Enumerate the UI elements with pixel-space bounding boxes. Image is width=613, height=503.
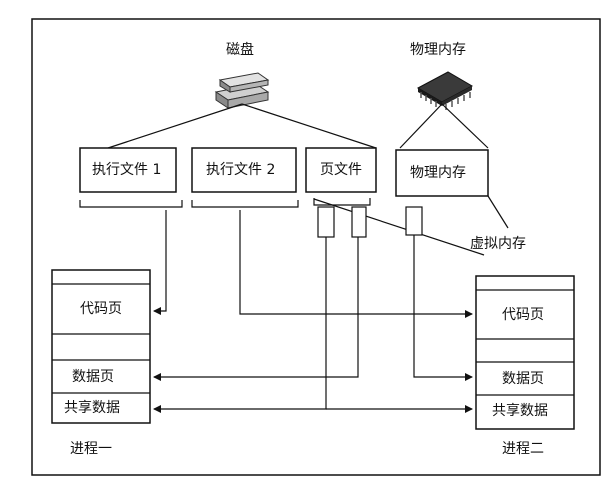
process-one-panel bbox=[51, 269, 151, 424]
physical-memory-label: 物理内存 bbox=[410, 165, 466, 181]
virtual-memory-leader bbox=[487, 195, 509, 229]
p2-shared-data: 共享数据 bbox=[492, 403, 548, 419]
process-one-label: 进程一 bbox=[70, 441, 112, 457]
memory-connectors bbox=[399, 103, 489, 149]
segment-brackets bbox=[79, 198, 371, 208]
virtual-memory-label: 虚拟内存 bbox=[470, 236, 526, 252]
virtual-memory-pointer bbox=[313, 198, 485, 256]
disk-label: 磁盘 bbox=[226, 42, 254, 58]
page-file-label: 页文件 bbox=[320, 162, 362, 178]
physical-memory-title: 物理内存 bbox=[410, 42, 466, 58]
arrow-exec2-to-p2-code bbox=[239, 210, 473, 318]
exec-file-2-label: 执行文件 2 bbox=[206, 162, 276, 178]
memory-chip-icon bbox=[416, 71, 474, 110]
mapping-arrows bbox=[153, 210, 473, 413]
disk-connectors bbox=[107, 103, 377, 149]
exec-file-2-box bbox=[191, 147, 297, 193]
outer-frame bbox=[31, 18, 601, 476]
exec-file-1-label: 执行文件 1 bbox=[92, 162, 162, 178]
process-two-label: 进程二 bbox=[502, 441, 544, 457]
hard-disk-icon bbox=[214, 72, 270, 109]
arrow-mem-to-p2-data bbox=[413, 235, 473, 381]
p2-data-page: 数据页 bbox=[502, 371, 544, 387]
page-file-box bbox=[305, 147, 377, 193]
page-file-block-2 bbox=[351, 206, 367, 238]
p1-code-page: 代码页 bbox=[80, 301, 122, 317]
p2-code-page: 代码页 bbox=[502, 307, 544, 323]
p1-shared-data: 共享数据 bbox=[64, 400, 120, 416]
arrow-exec1-to-p1-code bbox=[153, 210, 167, 315]
exec-file-1-box bbox=[79, 147, 177, 193]
page-file-block-1 bbox=[317, 206, 335, 238]
process-two-panel bbox=[475, 275, 575, 430]
physical-memory-box bbox=[395, 149, 489, 197]
p1-data-page: 数据页 bbox=[72, 369, 114, 385]
physical-memory-block bbox=[405, 206, 423, 236]
arrow-page-to-p1-data bbox=[153, 237, 359, 381]
